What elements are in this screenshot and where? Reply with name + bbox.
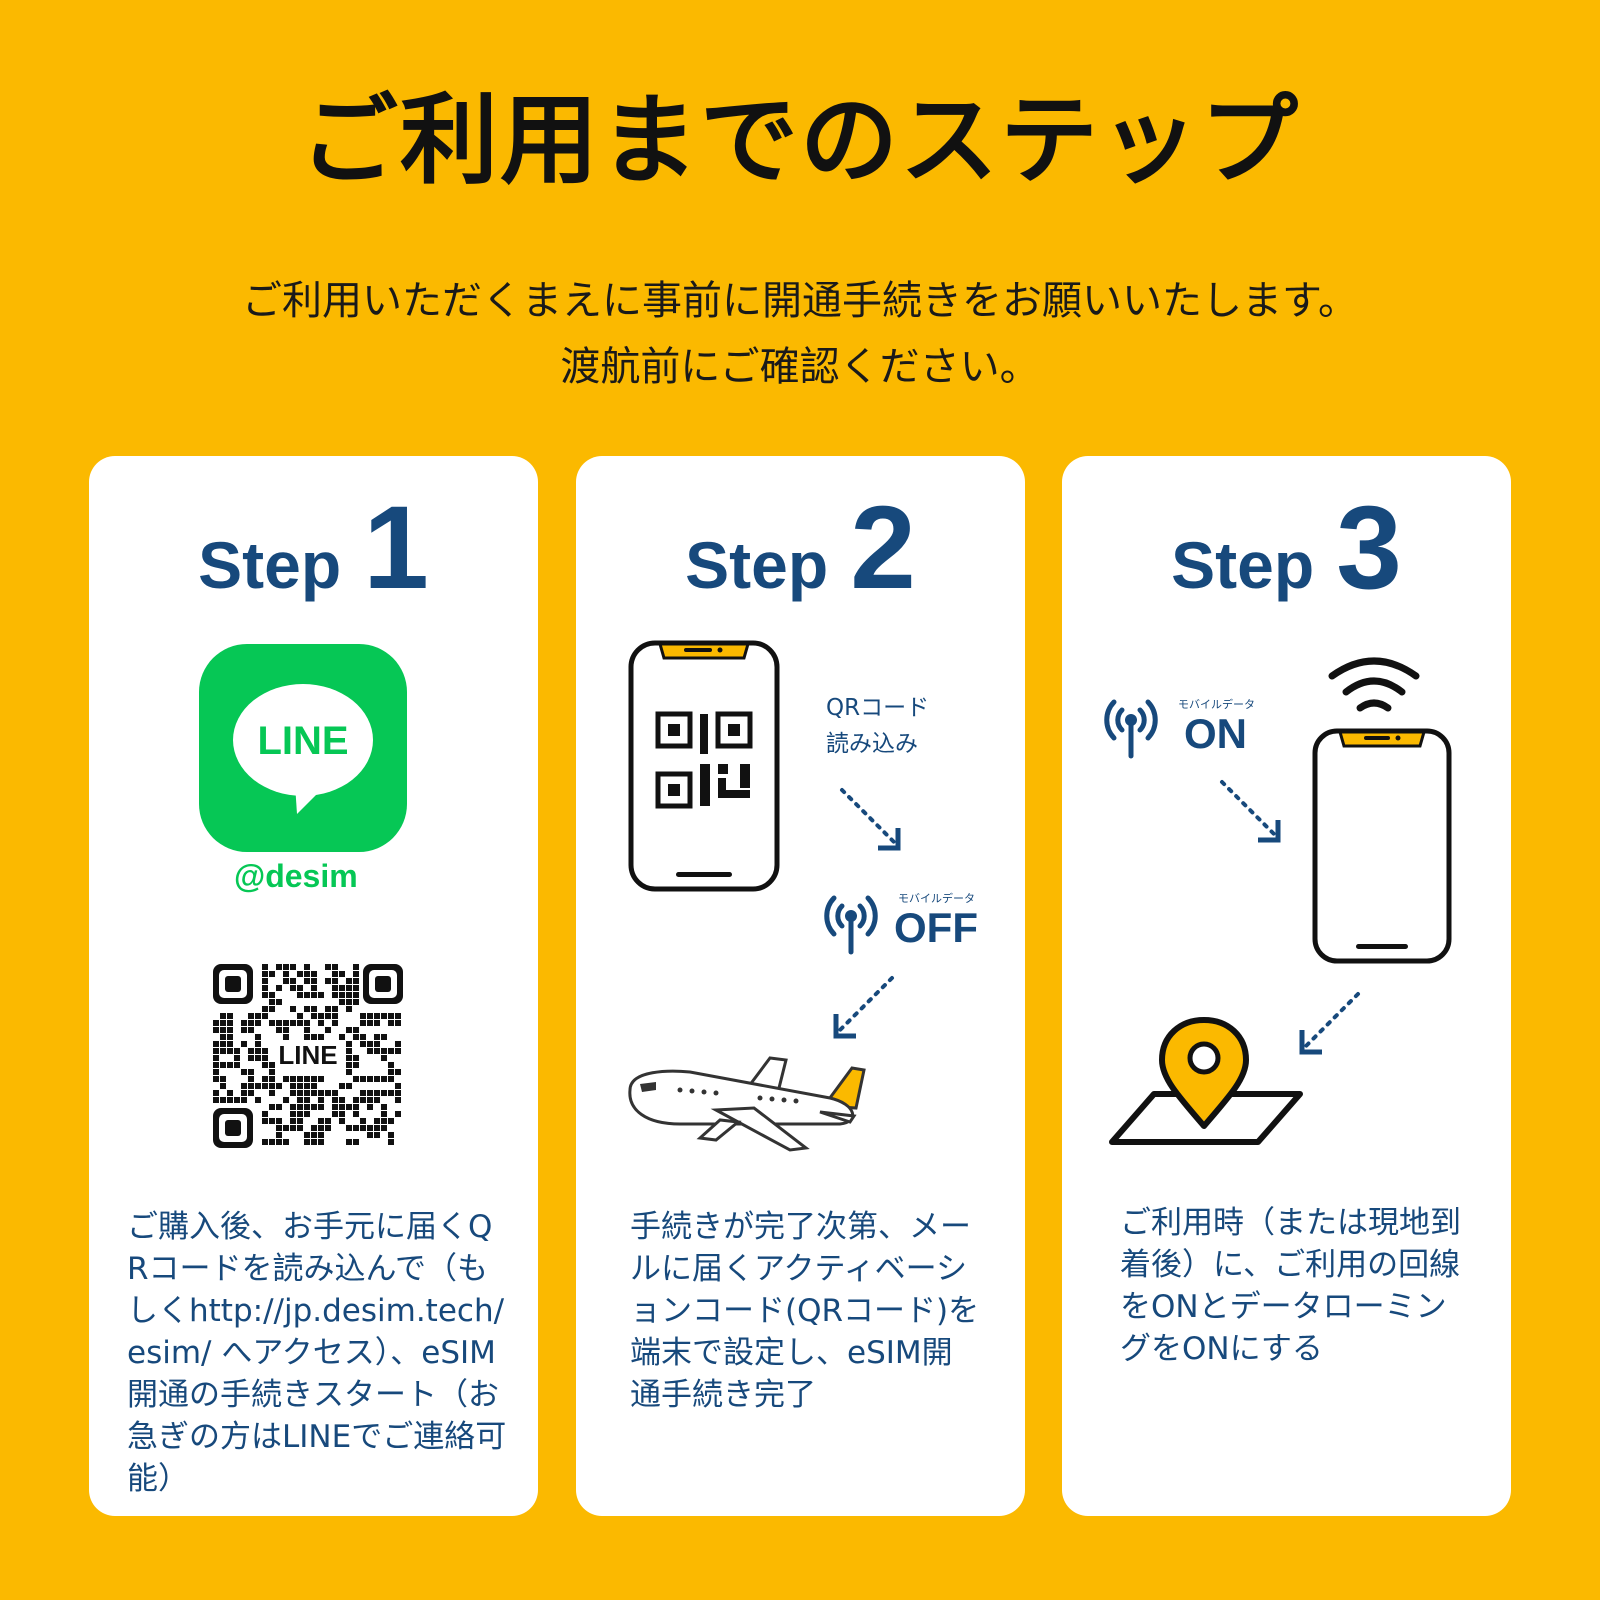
step-3-word: Step (1171, 528, 1315, 602)
mobile-data-on-text: ON (1184, 710, 1247, 757)
step-1-description: ご購入後、お手元に届くQRコードを読み込んで（もしくhttp://jp.desi… (127, 1209, 507, 1497)
subtitle-line-1: ご利用いただくまえに事前に開通手続きをお願いいたします。 (242, 278, 1358, 324)
wifi-signal-icon (1328, 657, 1420, 712)
qr-center-label: LINE (278, 1040, 337, 1070)
mobile-data-label-off: モバイルデータ (898, 892, 975, 905)
subtitle-line-2: 渡航前にご確認ください。 (560, 344, 1040, 390)
step-2-number: 2 (850, 482, 916, 614)
page-title: ご利用までのステップ (299, 84, 1300, 198)
step-1-number: 1 (363, 482, 429, 614)
step-3-number: 3 (1336, 482, 1402, 614)
smartphone-qr-icon (628, 640, 780, 892)
step-1-word: Step (198, 528, 342, 602)
line-icon-text: LINE (257, 719, 348, 763)
step-2-description: 手続きが完了次第、メールに届くアクティベーションコード(QRコード)を端末で設定… (630, 1209, 980, 1413)
dotted-arrow-down-right (840, 788, 901, 851)
step-2-heading: Step 2 (576, 480, 1025, 616)
step-2-word: Step (685, 528, 829, 602)
dotted-arrow-down-right-3 (1220, 780, 1281, 843)
step-card-3: Step 3 モバイルデータ ON (1062, 456, 1511, 1516)
line-app-icon[interactable]: LINE (199, 644, 407, 852)
dotted-arrow-down-left (833, 976, 894, 1039)
step-3-heading: Step 3 (1062, 480, 1511, 616)
step-card-2: Step 2 QRコード 読み込み (576, 456, 1025, 1516)
smartphone-icon (1312, 728, 1452, 964)
step-card-1: Step 1 LINE @desim LINE ご購入後、お手元に届くQRコードを… (89, 456, 538, 1516)
page-subtitle: ご利用いただくまえに事前に開通手続きをお願いいたします。 渡航前にご確認ください… (0, 268, 1600, 400)
airplane-icon (628, 1056, 866, 1152)
mobile-data-off-text: OFF (894, 904, 978, 951)
antenna-signal-icon-on (1104, 699, 1158, 759)
antenna-signal-icon (824, 895, 878, 955)
map-pin-icon (1109, 1017, 1303, 1145)
qr-read-label: QRコード 読み込み (826, 695, 930, 757)
step-1-heading: Step 1 (89, 480, 538, 616)
dotted-arrow-down-left-3 (1299, 992, 1360, 1055)
step-3-description: ご利用時（または現地到着後）に、ご利用の回線をONとデータローミングをONにする (1120, 1205, 1461, 1367)
line-handle: @desim (234, 858, 358, 894)
line-qr-code[interactable]: LINE (213, 964, 403, 1148)
mobile-data-label-on: モバイルデータ (1178, 698, 1255, 711)
